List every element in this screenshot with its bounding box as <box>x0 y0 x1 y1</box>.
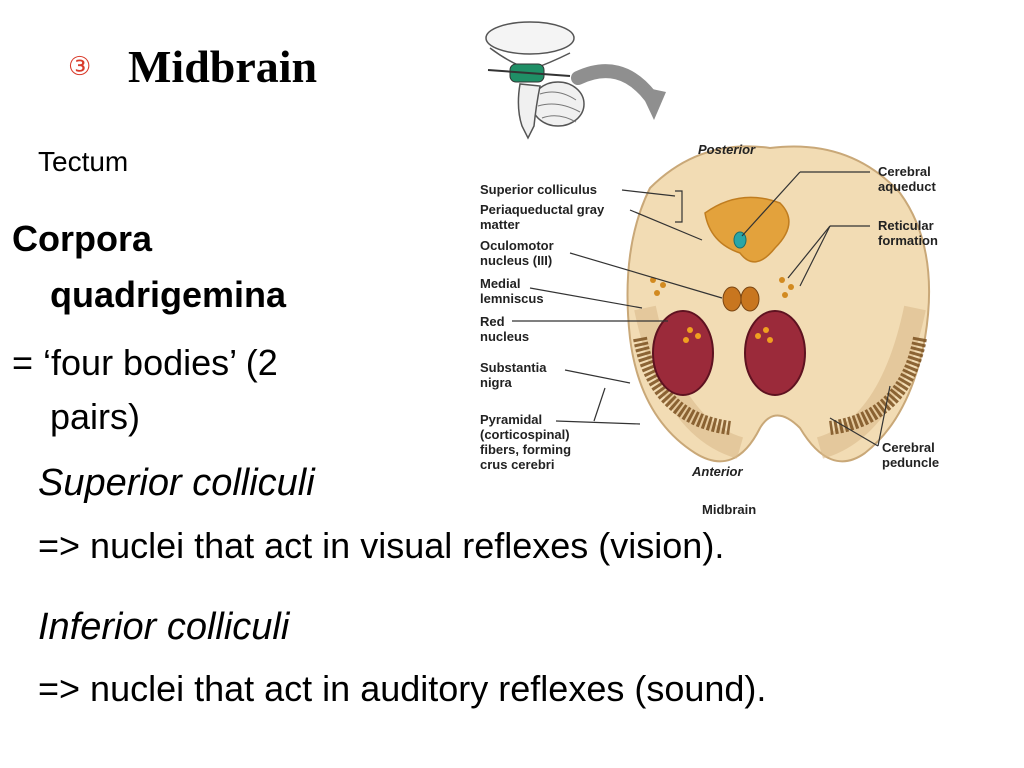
left-labels: Superior colliculus Periaqueductal gray … <box>480 182 608 472</box>
tectum-label: Tectum <box>38 146 129 177</box>
svg-text:Oculomotor nucleus (III): Oculomotor nucleus (III) <box>480 238 557 268</box>
svg-text:Medial lemniscus: Medial lemniscus <box>480 276 544 306</box>
anterior-label: Anterior <box>691 464 744 479</box>
label-cerebral-aqueduct-2: aqueduct <box>878 179 936 194</box>
midbrain-cross-section <box>626 145 931 463</box>
right-labels: Cerebral aqueduct Reticular formation Ce… <box>878 164 939 470</box>
svg-text:Reticular formation: Reticular formation <box>878 218 938 248</box>
corpora-line-1: Corpora <box>12 218 153 259</box>
label-red-nucleus-2: nucleus <box>480 329 529 344</box>
midbrain-diagram: Posterior Anterior Midbrain Superior col… <box>480 21 939 517</box>
brain-thumbnail-icon <box>485 21 585 140</box>
label-medial-lemniscus-2: lemniscus <box>480 291 544 306</box>
label-periaqueductal-1: Periaqueductal gray <box>480 202 605 217</box>
curved-arrow-icon <box>571 64 666 120</box>
label-oculomotor-2: nucleus (III) <box>480 253 552 268</box>
four-bodies-line-2: pairs) <box>50 396 141 437</box>
slide-title: Midbrain <box>128 41 318 92</box>
svg-text:Superior colliculus: Superior colliculus <box>480 182 597 197</box>
svg-text:Cerebral peduncle: Cerebral peduncle <box>882 440 939 470</box>
superior-colliculi-description: => nuclei that act in visual reflexes (v… <box>38 525 725 566</box>
superior-colliculi-heading: Superior colliculi <box>38 462 315 504</box>
diagram-caption: Midbrain <box>702 502 756 517</box>
label-substantia-nigra-1: Substantia <box>480 360 547 375</box>
label-reticular-formation-1: Reticular <box>878 218 934 233</box>
label-pyramidal-4: crus cerebri <box>480 457 554 472</box>
inferior-colliculi-heading: Inferior colliculi <box>38 606 290 648</box>
corpora-line-2: quadrigemina <box>50 274 287 315</box>
four-bodies-line-1: = ‘four bodies’ (2 <box>12 342 278 383</box>
svg-text:Cerebral aqueduct: Cerebral aqueduct <box>878 164 936 194</box>
svg-text:Pyramidal (corticospinal: Pyramidal (corticospinal) fibers, formin… <box>480 412 575 472</box>
label-substantia-nigra-2: nigra <box>480 375 513 390</box>
label-pyramidal-2: (corticospinal) <box>480 427 570 442</box>
label-oculomotor-1: Oculomotor <box>480 238 554 253</box>
bullet-icon: ③ <box>68 52 92 82</box>
label-reticular-formation-2: formation <box>878 233 938 248</box>
svg-text:Periaqueductal gray matt: Periaqueductal gray matter <box>480 202 608 232</box>
label-medial-lemniscus-1: Medial <box>480 276 520 291</box>
label-red-nucleus-1: Red <box>480 314 505 329</box>
svg-text:Red nucleus: Red nucleus <box>480 314 529 344</box>
label-pyramidal-1: Pyramidal <box>480 412 542 427</box>
svg-text:Substantia nigra: Substantia nigra <box>480 360 550 390</box>
posterior-label: Posterior <box>698 142 756 157</box>
label-periaqueductal-2: matter <box>480 217 520 232</box>
inferior-colliculi-description: => nuclei that act in auditory reflexes … <box>38 668 767 709</box>
label-cerebral-aqueduct-1: Cerebral <box>878 164 931 179</box>
label-cerebral-peduncle-2: peduncle <box>882 455 939 470</box>
label-pyramidal-3: fibers, forming <box>480 442 571 457</box>
leader-lines <box>512 171 891 447</box>
label-superior-colliculus: Superior colliculus <box>480 182 597 197</box>
label-cerebral-peduncle-1: Cerebral <box>882 440 935 455</box>
